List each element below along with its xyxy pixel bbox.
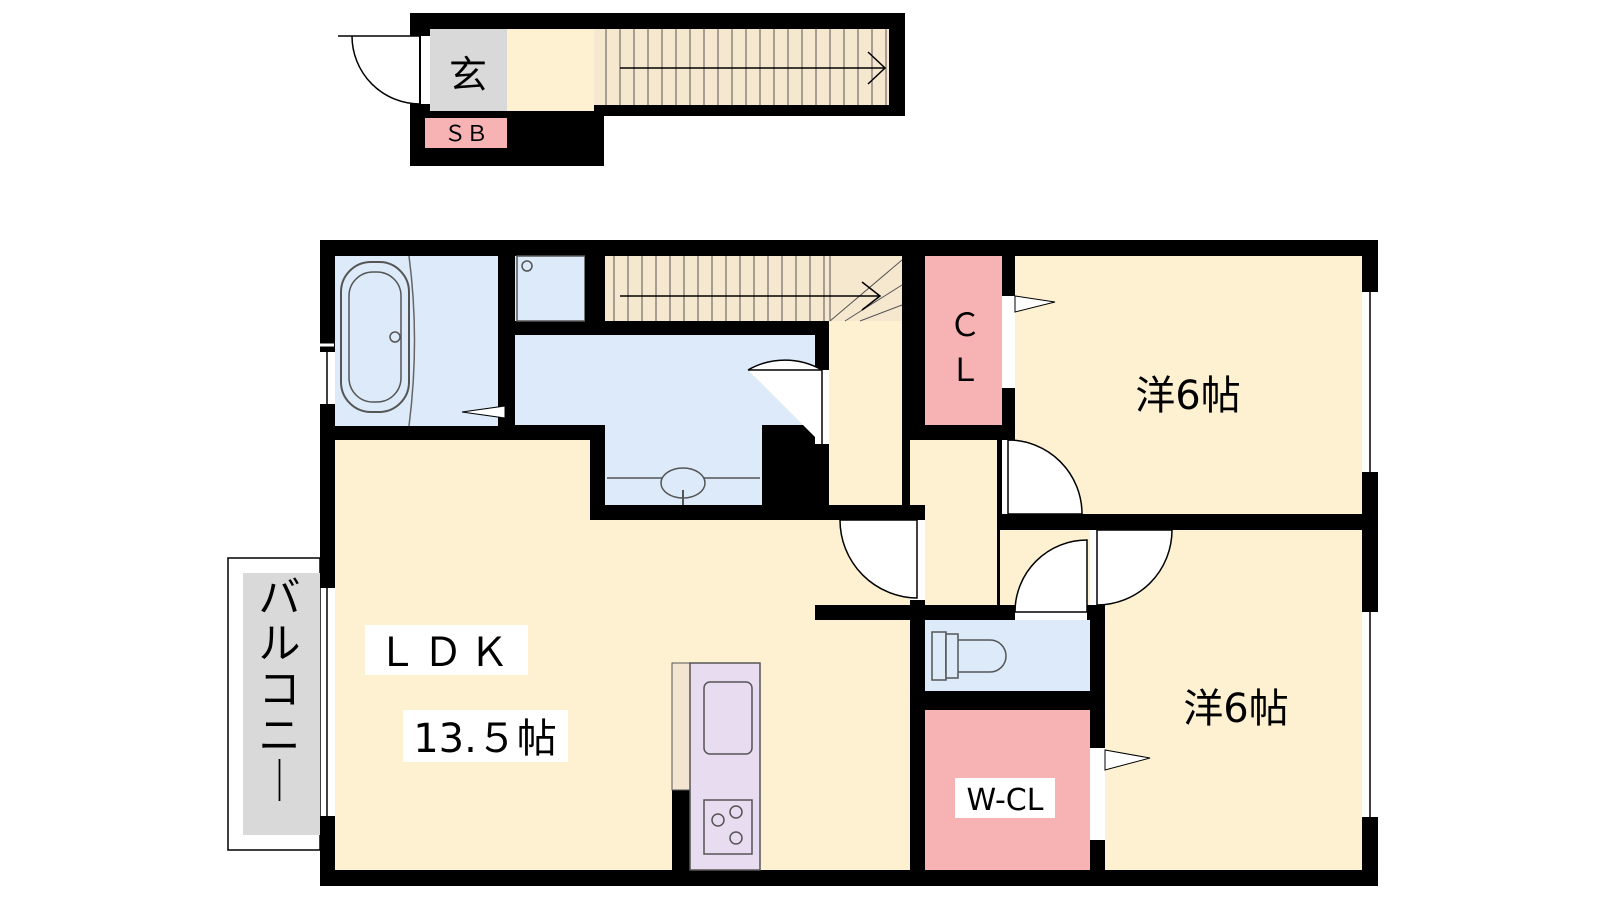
wall-wash-ldk xyxy=(590,426,605,520)
walkin-label-bg xyxy=(955,778,1055,818)
door-bedroom-upper-swing xyxy=(1007,439,1083,515)
door-bedroom-lower-swing xyxy=(1096,529,1173,606)
wic-door-marker xyxy=(1104,749,1151,771)
balcony-label-char: バ xyxy=(258,573,303,622)
toilet-bowl xyxy=(945,639,1007,673)
shoebox xyxy=(425,118,507,148)
closet-label-line1: Ｃ xyxy=(949,306,981,344)
ldk-room xyxy=(335,440,910,870)
stairs-first-floor xyxy=(594,29,889,105)
bathtub-drain xyxy=(389,331,401,343)
bathtub xyxy=(340,261,410,413)
wall-toilet-wic xyxy=(910,691,1105,710)
second-floor: バルコニ｜ Ｃ Ｌ 洋6帖 洋6帖 ＬＤＫ 13.５帖 W-CL xyxy=(227,240,1378,886)
kitchen-stove xyxy=(703,799,753,855)
wall-bedrooms xyxy=(997,514,1362,530)
wall-stair-bottom xyxy=(585,321,829,335)
stove-burner-1 xyxy=(711,813,725,827)
balcony-label-char: ル xyxy=(258,619,303,668)
door-ldk-swing xyxy=(839,519,918,599)
vanity-corner-wall xyxy=(762,476,820,505)
first-floor: 玄 ＳＢ xyxy=(338,13,905,166)
wall-wash-ldk-bottom xyxy=(590,505,910,520)
wall-bedroom-lower xyxy=(1090,605,1105,885)
ldk-label: ＬＤＫ xyxy=(377,630,515,676)
kitchen-back-counter xyxy=(671,662,691,791)
bathtub-inner xyxy=(348,271,402,403)
washer-tap xyxy=(521,260,533,272)
closet-door-marker xyxy=(1014,295,1056,313)
bathroom-partition-curve xyxy=(408,255,416,427)
ldk-size-bg xyxy=(403,710,568,762)
ldk-label-bg xyxy=(365,625,528,675)
closet-door-opening xyxy=(1002,296,1015,388)
stairs-second-floor-arrowhead xyxy=(861,281,882,311)
entrance-door-swing xyxy=(338,35,421,105)
washing-machine xyxy=(516,255,586,322)
door-toilet-swing xyxy=(1014,539,1088,613)
bedroom-upper-label: 洋6帖 xyxy=(1135,373,1240,419)
bathroom-door-marker xyxy=(461,405,506,419)
balcony-floor xyxy=(243,573,320,835)
stove-burner-3 xyxy=(729,831,743,845)
balcony-label-char: ｜ xyxy=(258,757,303,806)
balcony-label-char: ニ xyxy=(258,711,303,760)
toilet-tank xyxy=(931,631,947,681)
door-wash-swing xyxy=(747,359,823,444)
wall-stair-wash xyxy=(585,240,605,335)
shoebox-label: ＳＢ xyxy=(444,122,488,147)
bedroom-upper xyxy=(1015,256,1362,514)
stairs-first-floor-treads xyxy=(605,29,887,105)
wall-closet-bottom xyxy=(902,425,1002,440)
genkan-label: 玄 xyxy=(449,53,487,97)
stove-burner-2 xyxy=(729,805,743,819)
closet xyxy=(925,256,1002,425)
balcony-label: バルコニ｜ xyxy=(258,573,303,806)
hallway-upper xyxy=(829,321,902,505)
walkin-label: W-CL xyxy=(967,783,1044,818)
bedroom-lower xyxy=(1105,530,1362,870)
balcony-label-char: コ xyxy=(258,665,303,714)
windows xyxy=(320,292,1378,817)
bedroom-lower-label: 洋6帖 xyxy=(1183,686,1288,732)
wic-door-opening xyxy=(1090,748,1105,840)
stairs-winder xyxy=(829,256,903,322)
ldk-size-label: 13.５帖 xyxy=(413,716,557,762)
stairs-second-floor-treads xyxy=(613,256,825,321)
wall-ldk-partition xyxy=(815,605,910,620)
kitchen-sink xyxy=(703,681,753,755)
entrance-hall xyxy=(507,29,594,111)
stairs-first-floor-arrowhead xyxy=(867,51,887,85)
wall-bath-wash xyxy=(498,240,515,325)
closet-label-line2: Ｌ xyxy=(949,351,981,389)
genkan-area xyxy=(430,29,507,111)
wall-hall-closet xyxy=(902,240,925,440)
wall-kitchen-end xyxy=(672,790,690,886)
toilet-seat-hinge xyxy=(945,633,959,679)
wall-bath-ldk xyxy=(320,426,590,440)
